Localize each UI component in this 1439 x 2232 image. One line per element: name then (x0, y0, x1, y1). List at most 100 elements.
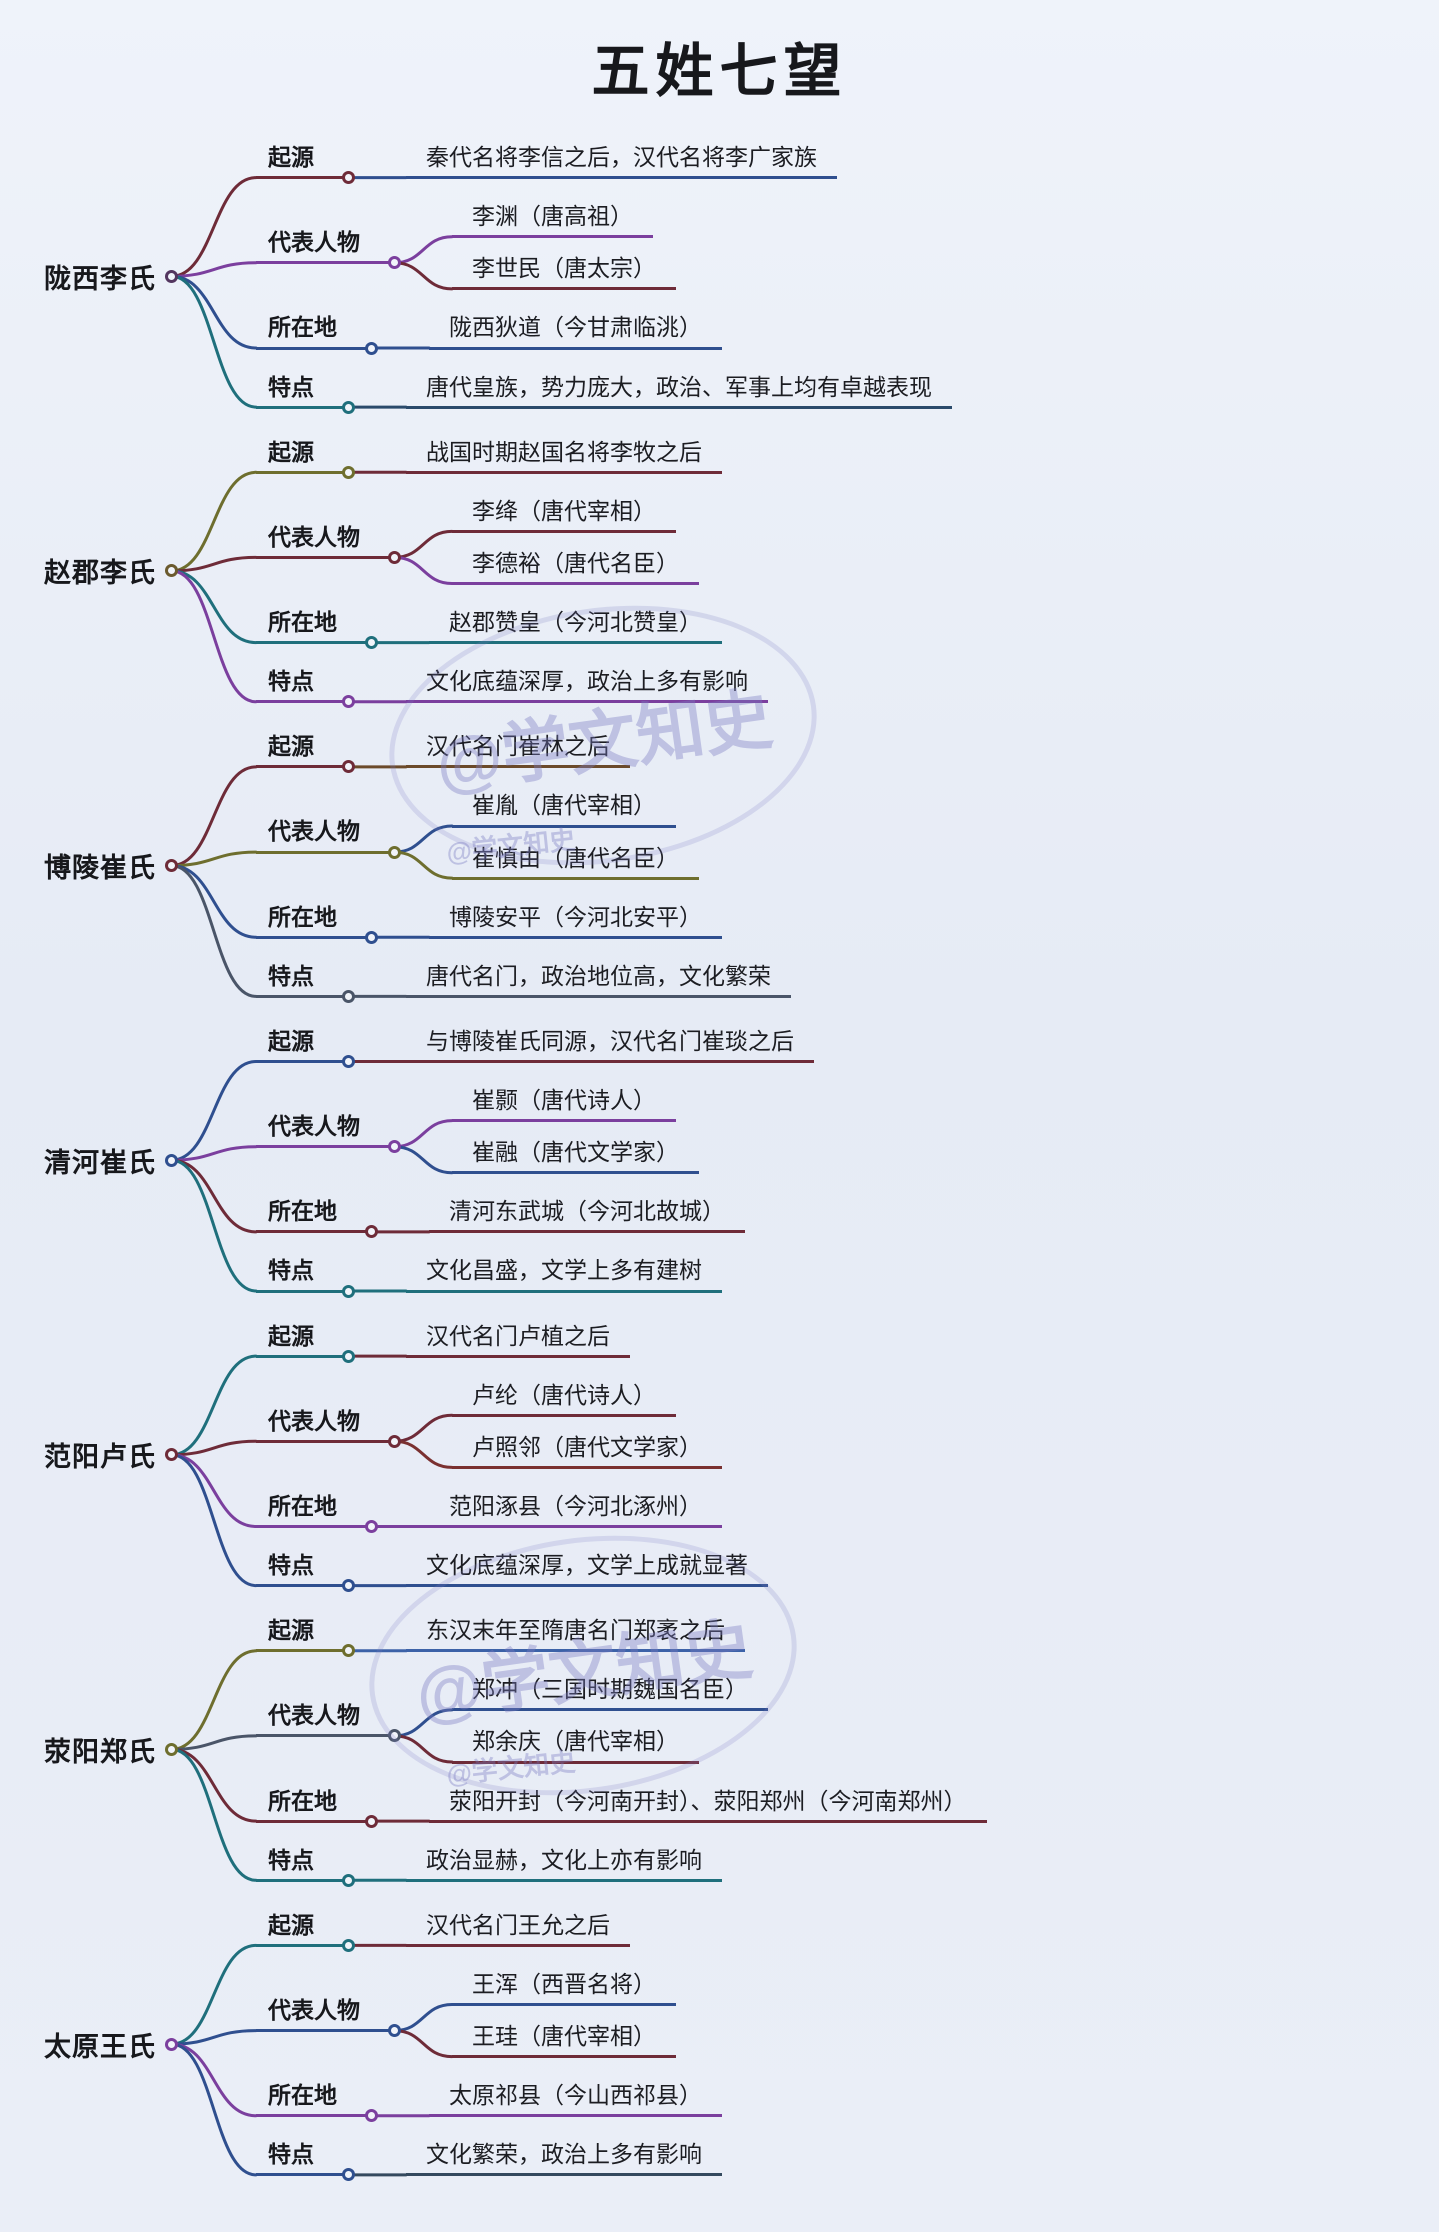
branch: 特点 唐代名门，政治地位高，文化繁荣 (256, 962, 1419, 1003)
branch-node (342, 2168, 355, 2182)
branch-items: 汉代名门王允之后 (406, 1912, 630, 1947)
branch-node (342, 400, 355, 414)
clan-root-node (165, 1742, 178, 1756)
branch-label: 起源 (256, 144, 355, 185)
branch-item-text: 汉代名门王允之后 (426, 1911, 610, 1938)
branch-item: 崔胤（唐代宰相） (452, 792, 676, 828)
clan-root-node (165, 564, 178, 578)
branch-node (365, 636, 378, 650)
branch: 代表人物 郑冲（三国时期魏国名臣） 郑余庆（唐代宰相） (256, 1676, 1419, 1764)
branch-label-text: 特点 (268, 2141, 314, 2168)
branch-node (388, 550, 401, 564)
branch-item: 王浑（西晋名将） (452, 1971, 676, 2006)
branch-node (388, 1140, 401, 1154)
branch: 所在地 赵郡赞皇（今河北赞皇） (256, 609, 1419, 650)
branch-item-text: 崔颢（唐代诗人） (472, 1087, 656, 1113)
branch-node (388, 1729, 401, 1743)
branch-item: 郑冲（三国时期魏国名臣） (452, 1676, 768, 1712)
clan-section: 范阳卢氏 起源 汉代名门卢植之后 代表人物 卢纶（唐代诗人） 卢照邻（唐代文学家… (44, 1322, 1419, 1593)
branch-node (342, 989, 355, 1003)
branch-label-text: 代表人物 (268, 1407, 360, 1434)
branch: 代表人物 王浑（西晋名将） 王珪（唐代宰相） (256, 1971, 1419, 2059)
branch-item-text: 崔慎由（唐代名臣） (472, 844, 679, 871)
branch-label-text: 起源 (268, 1027, 314, 1054)
branch-label-text: 代表人物 (268, 818, 360, 845)
clan-branches: 起源 秦代名将李信之后，汉代名将李广家族 代表人物 李渊（唐高祖） 李世民（唐太… (256, 144, 1419, 414)
branch-label-text: 代表人物 (268, 523, 360, 550)
branch-label: 代表人物 (256, 229, 401, 270)
branch-node (365, 1814, 378, 1828)
branch-items: 东汉末年至隋唐名门郑袤之后 (406, 1617, 745, 1653)
branch-node (342, 1644, 355, 1658)
branch: 所在地 荥阳开封（今河南开封）、荥阳郑州（今河南郑州） (256, 1788, 1419, 1828)
branch-item: 政治显赫，文化上亦有影响 (406, 1847, 722, 1882)
branch-items: 崔胤（唐代宰相） 崔慎由（唐代名臣） (452, 792, 699, 880)
branch-label-text: 所在地 (268, 1198, 337, 1225)
clan-section: 荥阳郑氏 起源 东汉末年至隋唐名门郑袤之后 代表人物 郑冲（三国时期魏国名臣） … (44, 1617, 1419, 1887)
branch-item-text: 范阳涿县（今河北涿州） (449, 1492, 702, 1519)
branch: 代表人物 崔颢（唐代诗人） 崔融（唐代文学家） (256, 1087, 1419, 1175)
branch-label-text: 起源 (268, 1322, 314, 1349)
branch-item: 汉代名门崔林之后 (406, 733, 630, 769)
clan-branches: 起源 汉代名门王允之后 代表人物 王浑（西晋名将） 王珪（唐代宰相） 所在地 太… (256, 1912, 1419, 2182)
branch-item: 太原祁县（今山西祁县） (429, 2082, 722, 2118)
branch-label-text: 代表人物 (268, 229, 360, 256)
branch-label: 代表人物 (256, 1997, 401, 2038)
branch-item: 唐代皇族，势力庞大，政治、军事上均有卓越表现 (406, 374, 952, 409)
branch-items: 卢纶（唐代诗人） 卢照邻（唐代文学家） (452, 1382, 722, 1469)
branch-label: 特点 (256, 1846, 355, 1887)
branch-label: 代表人物 (256, 1113, 401, 1154)
branch-items: 李绛（唐代宰相） 李德裕（唐代名臣） (452, 498, 699, 585)
branch-item: 唐代名门，政治地位高，文化繁荣 (406, 963, 791, 998)
clan-name: 太原王氏 (44, 2031, 156, 2062)
branch-label-text: 所在地 (268, 1492, 337, 1519)
branch: 特点 文化昌盛，文学上多有建树 (256, 1257, 1419, 1298)
branch-items: 战国时期赵国名将李牧之后 (406, 439, 722, 474)
branch-label-text: 起源 (268, 144, 314, 170)
branch-label-text: 所在地 (268, 609, 337, 635)
branch: 特点 文化底蕴深厚，文学上成就显著 (256, 1552, 1419, 1593)
branch-item: 战国时期赵国名将李牧之后 (406, 439, 722, 474)
branch-item-text: 战国时期赵国名将李牧之后 (426, 438, 702, 465)
branch-item: 荥阳开封（今河南开封）、荥阳郑州（今河南郑州） (429, 1788, 987, 1823)
branch-items: 博陵安平（今河北安平） (429, 904, 722, 939)
clan-head: 太原王氏 (44, 2025, 256, 2064)
branch-item: 范阳涿县（今河北涿州） (429, 1493, 722, 1528)
branch-label: 起源 (256, 439, 355, 479)
branch-node (365, 1520, 378, 1533)
clan-name: 博陵崔氏 (44, 853, 156, 884)
clan-head: 清河崔氏 (44, 1141, 256, 1180)
clan-name: 范阳卢氏 (44, 1442, 156, 1473)
branch-label: 代表人物 (256, 1702, 401, 1743)
branch-item: 崔颢（唐代诗人） (452, 1087, 676, 1123)
branch-label: 代表人物 (256, 523, 401, 564)
branch-node (342, 695, 355, 709)
branch-node (342, 1055, 355, 1068)
branch-label: 所在地 (256, 1198, 378, 1239)
branch-items: 范阳涿县（今河北涿州） (429, 1493, 722, 1528)
branch-label: 所在地 (256, 314, 378, 355)
branch-item-text: 文化昌盛，文学上多有建树 (426, 1257, 702, 1284)
branch-label: 起源 (256, 1027, 355, 1068)
branch-label-text: 特点 (268, 1846, 314, 1873)
clan-branches: 起源 东汉末年至隋唐名门郑袤之后 代表人物 郑冲（三国时期魏国名臣） 郑余庆（唐… (256, 1617, 1419, 1887)
branch-items: 与博陵崔氏同源，汉代名门崔琰之后 (406, 1028, 814, 1063)
branch-label: 特点 (256, 1552, 355, 1593)
branch-item: 李世民（唐太宗） (452, 255, 676, 291)
branch-item: 李德裕（唐代名臣） (452, 550, 699, 585)
branch-label-text: 特点 (268, 962, 314, 989)
branch-items: 汉代名门崔林之后 (406, 733, 630, 769)
branch-item: 汉代名门卢植之后 (406, 1323, 630, 1358)
clan-name: 清河崔氏 (44, 1147, 156, 1178)
branch-items: 唐代皇族，势力庞大，政治、军事上均有卓越表现 (406, 374, 952, 409)
branch-node (365, 2109, 378, 2123)
clan-root-node (165, 1153, 178, 1167)
mindmap: 陇西李氏 起源 秦代名将李信之后，汉代名将李广家族 代表人物 李渊（唐高祖） 李… (0, 108, 1439, 2232)
branch-item-text: 文化繁荣，政治上多有影响 (426, 2141, 702, 2168)
branch-label: 特点 (256, 962, 355, 1003)
branch: 特点 唐代皇族，势力庞大，政治、军事上均有卓越表现 (256, 374, 1419, 414)
branch-item-text: 秦代名将李信之后，汉代名将李广家族 (426, 144, 817, 170)
branch-items: 唐代名门，政治地位高，文化繁荣 (406, 963, 791, 998)
branch-label: 起源 (256, 733, 355, 774)
branch-item: 崔融（唐代文学家） (452, 1139, 699, 1175)
